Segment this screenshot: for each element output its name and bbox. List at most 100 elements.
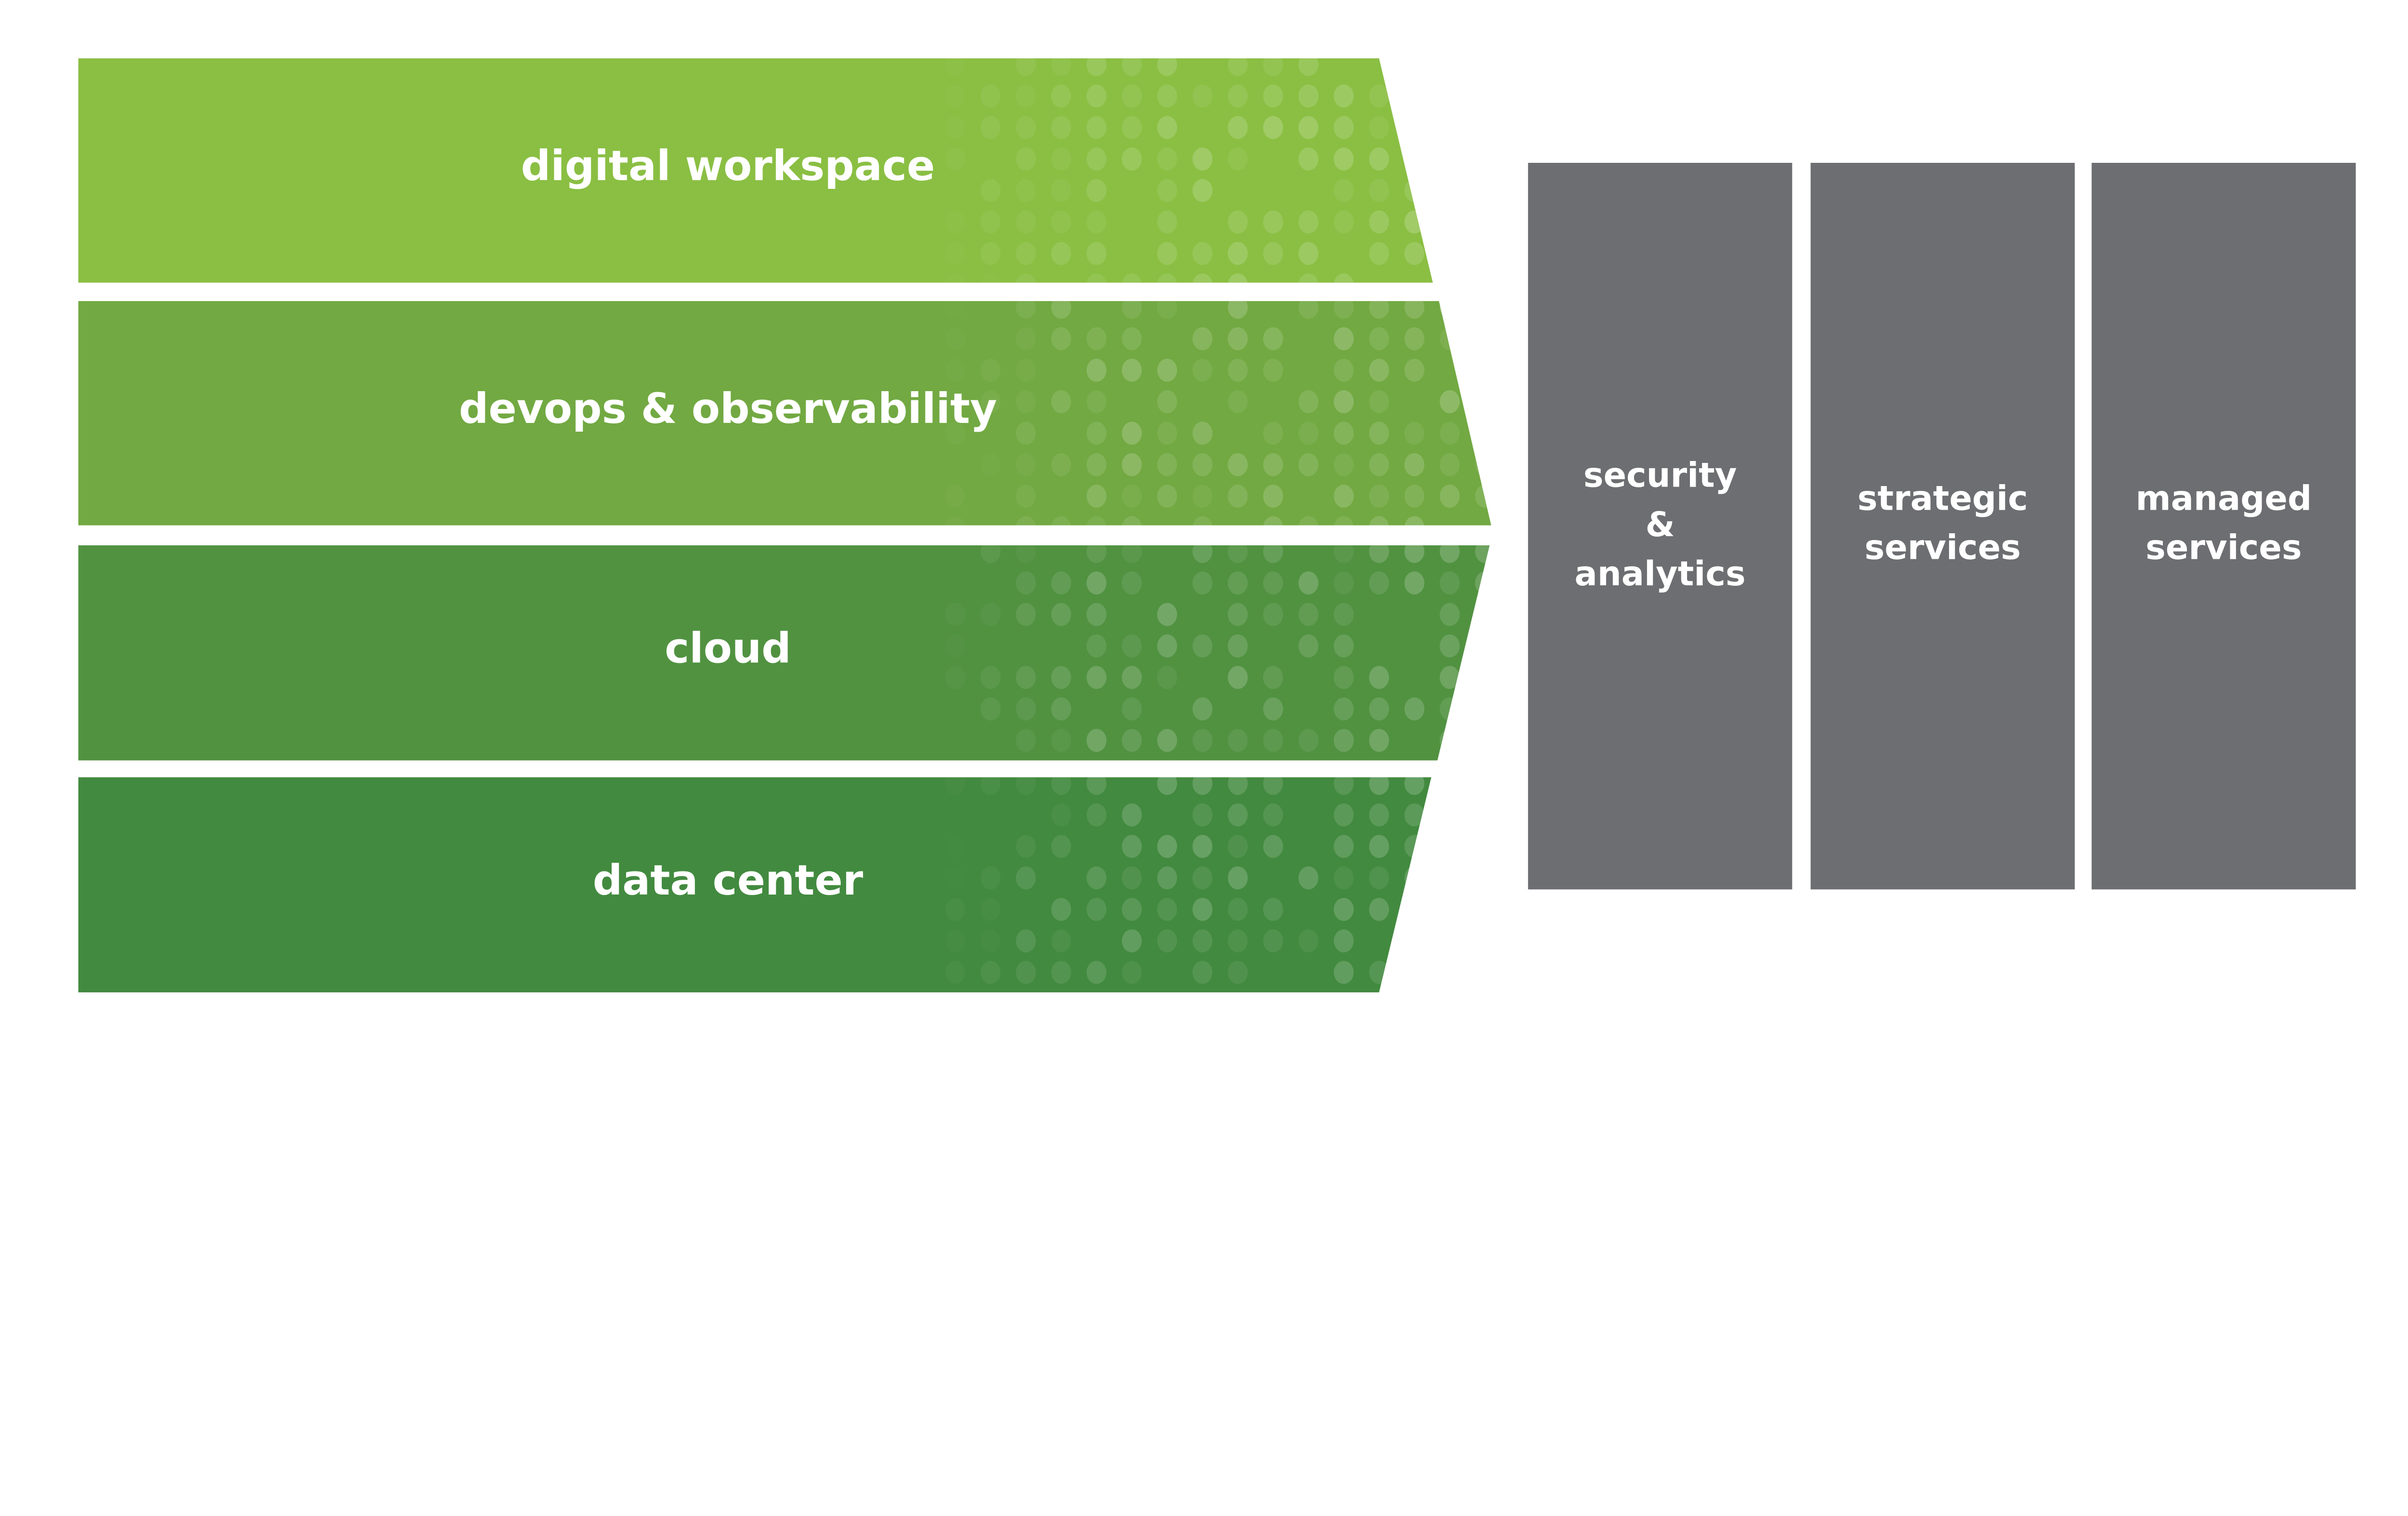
column-label: strategic [1858, 479, 2028, 518]
dot [1228, 327, 1248, 351]
dot [1404, 327, 1425, 351]
dot [981, 929, 1000, 952]
dot [1192, 545, 1213, 563]
dot [1404, 422, 1425, 445]
dot [1157, 634, 1178, 658]
dot [1404, 835, 1425, 858]
dot [1298, 273, 1319, 283]
dot [1122, 545, 1142, 563]
dot [1157, 485, 1178, 508]
column-security-analytics: security&analytics [1528, 163, 1793, 890]
dot [1440, 898, 1459, 921]
column-label: & [1645, 505, 1675, 544]
dot [1122, 835, 1142, 858]
dot [1228, 929, 1248, 953]
dot [1475, 961, 1495, 984]
dot [1298, 58, 1319, 76]
dot [1263, 803, 1283, 827]
dot [1298, 516, 1319, 526]
dot [1122, 897, 1142, 921]
dot [1263, 210, 1283, 234]
dot-pattern [945, 58, 1495, 297]
dot [1263, 603, 1283, 626]
columns-group: security&analyticsstrategicservicesmanag… [1528, 163, 2356, 890]
dot [1157, 147, 1178, 171]
dot [1334, 777, 1354, 795]
dot [1298, 571, 1319, 595]
dot [1051, 571, 1072, 595]
dot [1228, 777, 1248, 795]
dot [1263, 516, 1283, 526]
band-devops-observability: devops & observability [78, 301, 1492, 526]
dot [1122, 634, 1142, 658]
dot [1440, 116, 1459, 139]
dot [1122, 58, 1142, 76]
band-data-center: data center [78, 772, 1495, 1015]
dot [1192, 242, 1213, 265]
dot [1192, 697, 1213, 721]
dot [1122, 992, 1141, 1015]
dot [1440, 211, 1459, 234]
dot [1475, 804, 1495, 827]
dot [981, 274, 1000, 297]
dot [1334, 485, 1354, 508]
dot [1334, 866, 1354, 890]
dot [1263, 116, 1283, 139]
dot [1369, 866, 1389, 890]
dot [1263, 897, 1283, 921]
dot [1369, 897, 1389, 921]
dot [981, 992, 1000, 1015]
dot [1475, 992, 1495, 1015]
dot [1051, 835, 1072, 858]
dot [1263, 242, 1283, 265]
dot [981, 242, 1001, 265]
dot [1440, 961, 1459, 984]
dot [945, 147, 965, 171]
dot [1157, 210, 1178, 234]
dot [1192, 147, 1213, 171]
dot [1228, 897, 1248, 921]
dot [1334, 358, 1354, 382]
band-shape [78, 777, 1431, 992]
dot [1228, 84, 1248, 108]
dot [1334, 147, 1354, 171]
dot [945, 772, 965, 795]
dot [1086, 327, 1107, 351]
dot [1369, 545, 1389, 563]
dot [945, 835, 965, 858]
dot [1298, 866, 1319, 890]
dot [1263, 697, 1283, 721]
dot [1404, 179, 1425, 202]
dot [1122, 961, 1142, 984]
column-box [1810, 163, 2075, 890]
dot [1404, 571, 1425, 595]
dot [1192, 273, 1213, 283]
dot [1369, 666, 1389, 689]
dot [1192, 485, 1213, 508]
dot [1440, 804, 1459, 827]
dot [1051, 929, 1072, 953]
dot [1016, 58, 1036, 76]
dot [1086, 634, 1107, 658]
dot [1228, 242, 1248, 265]
dot [1051, 961, 1072, 984]
dot [1475, 179, 1495, 202]
dot [1086, 116, 1107, 139]
dot [1051, 242, 1072, 265]
dot [1016, 697, 1036, 721]
dot [1122, 301, 1142, 319]
band-label: digital workspace [521, 142, 935, 190]
column-label: analytics [1574, 554, 1745, 593]
dot [1334, 929, 1354, 953]
dot [1122, 116, 1142, 139]
dot [1440, 453, 1460, 476]
dot [1228, 58, 1248, 76]
dot [1369, 697, 1389, 721]
dot [1122, 147, 1142, 171]
dot [1475, 211, 1495, 234]
column-box [2092, 163, 2356, 890]
dot [945, 929, 965, 952]
dot [1157, 390, 1178, 413]
